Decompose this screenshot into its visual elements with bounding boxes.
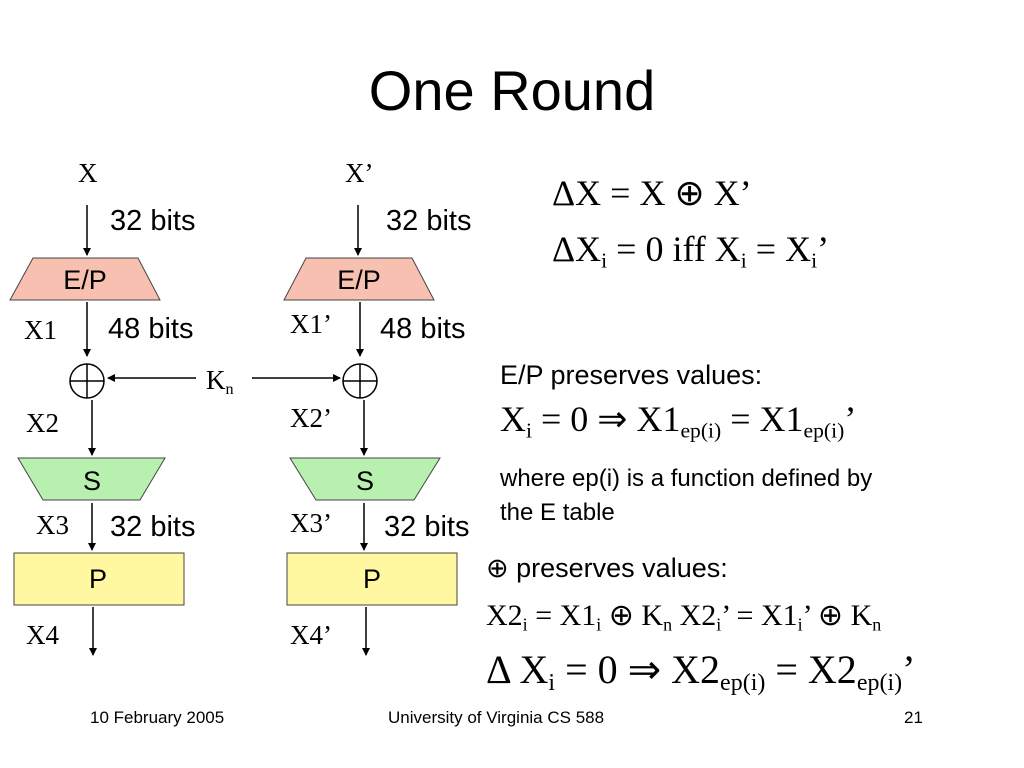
eq-delta-xi: ΔXi = 0 iff Xi = Xi’ (552, 229, 830, 273)
right-s-box (289, 457, 441, 501)
right-x4-label: X4’ (290, 620, 332, 650)
right-x2-label: X2’ (290, 403, 332, 433)
right-ep-label: E/P (337, 265, 381, 295)
left-bits-in: 32 bits (110, 205, 196, 237)
left-bits-s: 32 bits (110, 511, 196, 543)
right-bits-ep: 48 bits (380, 313, 466, 345)
footer-course: University of Virginia CS 588 (388, 708, 605, 727)
final-equation: Δ Xi = 0 ⇒ X2ep(i) = X2ep(i)’ (486, 647, 916, 697)
left-x3-label: X3 (36, 510, 69, 540)
right-x1-label: X1’ (290, 309, 332, 339)
left-s-label: S (83, 466, 101, 496)
left-input-label: X (78, 158, 98, 188)
ep-equation: Xi = 0 ⇒ X1ep(i) = X1ep(i)’ (500, 399, 857, 443)
right-p-box (286, 552, 458, 606)
right-bits-in: 32 bits (386, 205, 472, 237)
left-x4-label: X4 (26, 620, 59, 650)
left-p-label: P (89, 564, 107, 594)
left-s-box (17, 457, 166, 501)
left-bits-ep: 48 bits (108, 313, 194, 345)
footer-date: 10 February 2005 (90, 708, 225, 727)
xor-symbol-icon: ⊕ (486, 553, 509, 583)
footer-page-number: 21 (904, 708, 923, 727)
ep-note-line1: where ep(i) is a function defined by (500, 465, 873, 492)
slide-title: One Round (368, 59, 656, 122)
ep-note-line2: the E table (500, 499, 615, 526)
xor-heading: ⊕ preserves values: (486, 553, 728, 583)
left-ep-box (9, 257, 161, 301)
left-x1-label: X1 (24, 315, 57, 345)
right-ep-box (283, 257, 435, 301)
left-x2-label: X2 (26, 408, 59, 438)
right-x3-label: X3’ (290, 508, 332, 538)
right-s-label: S (356, 466, 374, 496)
ep-heading: E/P preserves values: (500, 360, 763, 390)
left-ep-label: E/P (63, 265, 107, 295)
right-bits-s: 32 bits (384, 511, 470, 543)
key-label: Kn (206, 365, 234, 398)
left-p-box (13, 552, 185, 606)
eq-delta-x: ΔX = X ⊕ X’ (552, 173, 752, 213)
right-p-label: P (363, 564, 381, 594)
left-xor-icon (69, 363, 105, 399)
xor-equation: X2i = X1i ⊕ Kn X2i’ = X1i’ ⊕ Kn (486, 599, 882, 635)
right-input-label: X’ (345, 158, 374, 188)
right-xor-icon (342, 363, 378, 399)
